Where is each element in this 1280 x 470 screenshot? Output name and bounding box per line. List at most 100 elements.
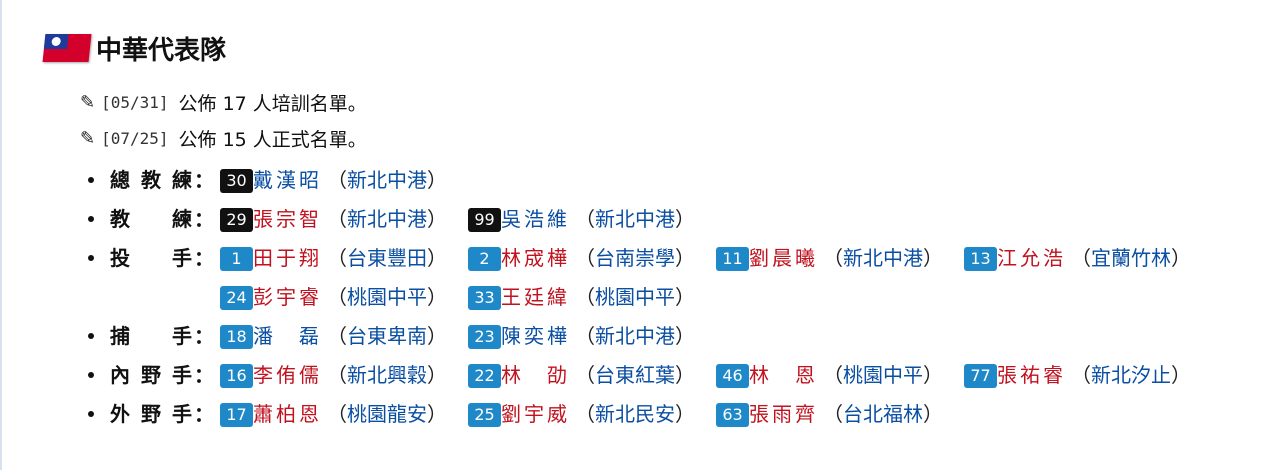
paren-open: （	[327, 168, 347, 192]
team-link[interactable]: 新北興穀	[347, 363, 427, 387]
team-info: （台東卑南）	[327, 320, 447, 349]
member-name-link[interactable]: 王廷緯	[501, 285, 567, 309]
team-info: （新北中港）	[327, 164, 447, 193]
team-info: （台北福林）	[823, 398, 943, 427]
member-name-link[interactable]: 劉宇威	[501, 402, 567, 426]
team-link[interactable]: 新北中港	[595, 324, 675, 348]
section-header: 中華代表隊	[42, 30, 227, 66]
paren-open: （	[1071, 246, 1091, 270]
paren-open: （	[575, 402, 595, 426]
team-link[interactable]: 新北中港	[347, 168, 427, 192]
team-link[interactable]: 桃園中平	[595, 285, 675, 309]
team-link[interactable]: 台東卑南	[347, 324, 427, 348]
team-info: （桃園龍安）	[327, 398, 447, 427]
role-name: 外野手	[110, 402, 192, 426]
jersey-number-badge: 2	[468, 247, 501, 271]
jersey-number-badge: 33	[468, 286, 501, 310]
paren-close: ）	[923, 363, 943, 387]
bullet	[88, 177, 94, 183]
note-item: ✎ [05/31] 公佈 17 人培訓名單。	[80, 84, 367, 120]
team-info: （宜蘭竹林）	[1071, 242, 1191, 271]
paren-close: ）	[923, 402, 943, 426]
member-name-link[interactable]: 陳奕樺	[501, 324, 567, 348]
role-name: 投手	[110, 246, 192, 270]
paren-close: ）	[675, 285, 695, 309]
team-info: （台東豐田）	[327, 242, 447, 271]
pencil-icon: ✎	[80, 127, 96, 149]
role-name: 捕手	[110, 324, 192, 348]
paren-open: （	[575, 363, 595, 387]
member-name-link[interactable]: 張祐睿	[997, 363, 1063, 387]
team-link[interactable]: 新北中港	[347, 207, 427, 231]
team-info: （桃園中平）	[575, 281, 695, 310]
member-name-link[interactable]: 吳浩維	[501, 207, 567, 231]
team-info: （新北中港）	[575, 320, 695, 349]
note-text: 公佈 15 人正式名單。	[178, 128, 367, 151]
member-name-link[interactable]: 張雨齊	[749, 402, 815, 426]
jersey-number-badge: 23	[468, 325, 501, 349]
team-link[interactable]: 台北福林	[843, 402, 923, 426]
team-info: （桃園中平）	[327, 281, 447, 310]
paren-close: ）	[1171, 363, 1191, 387]
paren-close: ）	[427, 402, 447, 426]
member-name-link[interactable]: 彭宇睿	[253, 285, 319, 309]
role-colon: ：	[194, 168, 214, 192]
member-name-link[interactable]: 林恩	[749, 363, 815, 387]
member-name-link[interactable]: 蕭柏恩	[253, 402, 319, 426]
team-link[interactable]: 桃園中平	[843, 363, 923, 387]
role-name: 總教練	[110, 168, 192, 192]
member-name-link[interactable]: 潘磊	[253, 324, 319, 348]
bullet	[88, 216, 94, 222]
left-border	[0, 0, 2, 470]
team-info: （新北中港）	[575, 203, 695, 232]
team-link[interactable]: 新北汐止	[1091, 363, 1171, 387]
team-link[interactable]: 台東豐田	[347, 246, 427, 270]
team-link[interactable]: 新北中港	[843, 246, 923, 270]
note-item: ✎ [07/25] 公佈 15 人正式名單。	[80, 120, 367, 156]
member-name-link[interactable]: 林宬樺	[501, 246, 567, 270]
team-info: （桃園中平）	[823, 359, 943, 388]
team-link[interactable]: 桃園中平	[347, 285, 427, 309]
member-name-link[interactable]: 田于翔	[253, 246, 319, 270]
paren-close: ）	[923, 246, 943, 270]
member-name-link[interactable]: 李侑儒	[253, 363, 319, 387]
paren-close: ）	[675, 363, 695, 387]
bullet	[88, 255, 94, 261]
notes-list: ✎ [05/31] 公佈 17 人培訓名單。 ✎ [07/25] 公佈 15 人…	[80, 84, 367, 156]
member-name-link[interactable]: 劉晨曦	[749, 246, 815, 270]
team-link[interactable]: 宜蘭竹林	[1091, 246, 1171, 270]
paren-open: （	[327, 285, 347, 309]
paren-close: ）	[675, 207, 695, 231]
team-link[interactable]: 新北民安	[595, 402, 675, 426]
jersey-number-badge: 24	[220, 286, 253, 310]
paren-close: ）	[427, 246, 447, 270]
team-link[interactable]: 台南崇學	[595, 246, 675, 270]
jersey-number-badge: 17	[220, 403, 253, 427]
team-link[interactable]: 新北中港	[595, 207, 675, 231]
role-colon: ：	[194, 246, 214, 270]
page-title: 中華代表隊	[96, 35, 227, 66]
member-name-link[interactable]: 戴漢昭	[253, 168, 319, 192]
team-link[interactable]: 台東紅葉	[595, 363, 675, 387]
team-link[interactable]: 桃園龍安	[347, 402, 427, 426]
member-name-link[interactable]: 張宗智	[253, 207, 319, 231]
pencil-icon: ✎	[80, 91, 96, 113]
member-name-link[interactable]: 林劭	[501, 363, 567, 387]
role-colon: ：	[194, 402, 214, 426]
member-name-link[interactable]: 江允浩	[997, 246, 1063, 270]
role-label: 投手：	[110, 242, 220, 271]
